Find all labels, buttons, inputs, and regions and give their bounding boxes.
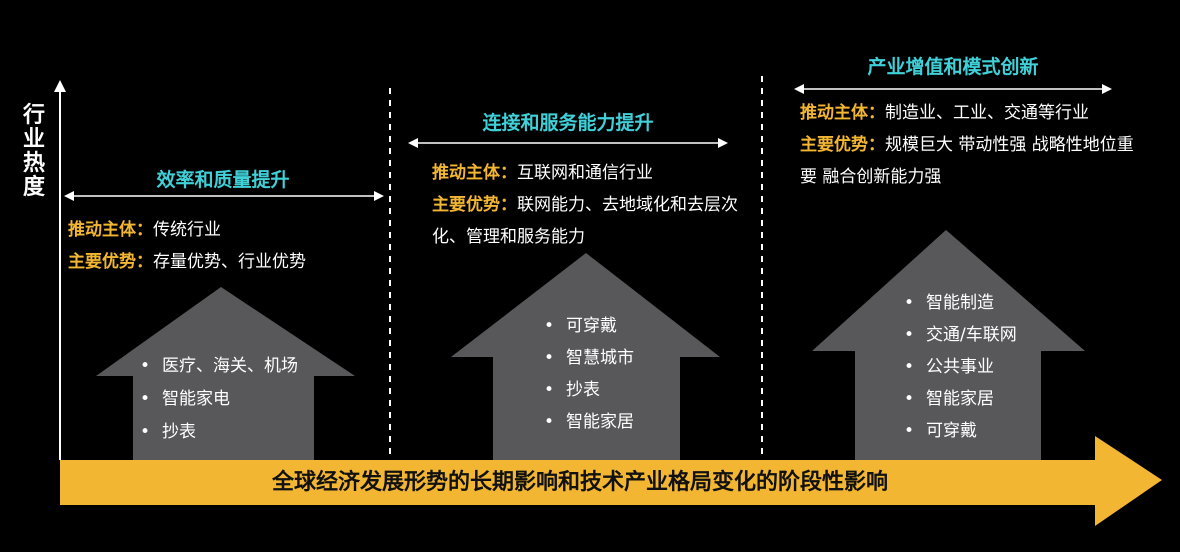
stage-2-span-arrow (408, 138, 728, 148)
stage-3-advantage-value: 规模巨大 带动性强 战略性地位重要 融合创新能力强 (800, 135, 1134, 187)
stage-1-item: 智能家电 (136, 383, 298, 416)
stage-3-item: 可穿戴 (900, 415, 1017, 447)
stage-1-driver-key: 推动主体： (68, 220, 153, 240)
stage-2-item: 抄表 (540, 374, 634, 406)
stage-3-driver-value: 制造业、工业、交通等行业 (885, 103, 1089, 123)
stage-2-items: 可穿戴 智慧城市 抄表 智能家居 (540, 310, 634, 438)
stage-3-title: 产业增值和模式创新 (867, 56, 1039, 78)
stage-1-advantage-value: 存量优势、行业优势 (153, 252, 306, 272)
y-axis-arrowhead (54, 80, 66, 92)
stage-2-advantage-value: 联网能力、去地域化和去层次化、管理和服务能力 (432, 195, 738, 247)
stage-3-items: 智能制造 交通/车联网 公共事业 智能家居 可穿戴 (900, 287, 1017, 447)
stage-3-driver-row: 推动主体：制造业、工业、交通等行业 (800, 97, 1140, 129)
stage-2-info: 推动主体：互联网和通信行业 主要优势：联网能力、去地域化和去层次化、管理和服务能… (432, 157, 744, 253)
stage-3-info: 推动主体：制造业、工业、交通等行业 主要优势：规模巨大 带动性强 战略性地位重要… (800, 97, 1140, 193)
stage-1-title: 效率和质量提升 (156, 169, 290, 191)
y-axis-label: 行业热度 (22, 103, 45, 200)
stage-3-advantage-row: 主要优势：规模巨大 带动性强 战略性地位重要 融合创新能力强 (800, 129, 1140, 193)
stage-2-item: 智慧城市 (540, 342, 634, 374)
bottom-arrow-shape (60, 436, 1162, 526)
stage-1-items: 医疗、海关、机场 智能家电 抄表 (136, 350, 298, 449)
stage-3-span-arrow (794, 84, 1112, 94)
stage-2-driver-key: 推动主体： (432, 163, 517, 183)
stage-1-driver-value: 传统行业 (153, 220, 221, 240)
stage-2-item: 可穿戴 (540, 310, 634, 342)
stage-1-advantage-key: 主要优势： (68, 252, 153, 272)
stage-3-item: 交通/车联网 (900, 319, 1017, 351)
stage-3-item: 智能制造 (900, 287, 1017, 319)
stage-1-item: 医疗、海关、机场 (136, 350, 298, 383)
bottom-arrow-text: 全球经济发展形势的长期影响和技术产业格局变化的阶段性影响 (271, 470, 888, 495)
stage-2-driver-value: 互联网和通信行业 (517, 163, 653, 183)
stage-2-advantage-key: 主要优势： (432, 195, 517, 215)
stage-3-item: 智能家居 (900, 383, 1017, 415)
stage-1-info: 推动主体：传统行业 主要优势：存量优势、行业优势 (68, 214, 378, 278)
stage-2-advantage-row: 主要优势：联网能力、去地域化和去层次化、管理和服务能力 (432, 189, 744, 253)
stage-2-item: 智能家居 (540, 406, 634, 438)
stage-1-span-arrow (64, 191, 384, 201)
stage-2-driver-row: 推动主体：互联网和通信行业 (432, 157, 744, 189)
stage-1-advantage-row: 主要优势：存量优势、行业优势 (68, 246, 378, 278)
stage-1-driver-row: 推动主体：传统行业 (68, 214, 378, 246)
stage-3-advantage-key: 主要优势： (800, 135, 885, 155)
stage-3-driver-key: 推动主体： (800, 103, 885, 123)
stage-1-item: 抄表 (136, 416, 298, 449)
stage-2-title: 连接和服务能力提升 (482, 112, 654, 134)
stage-3-item: 公共事业 (900, 351, 1017, 383)
